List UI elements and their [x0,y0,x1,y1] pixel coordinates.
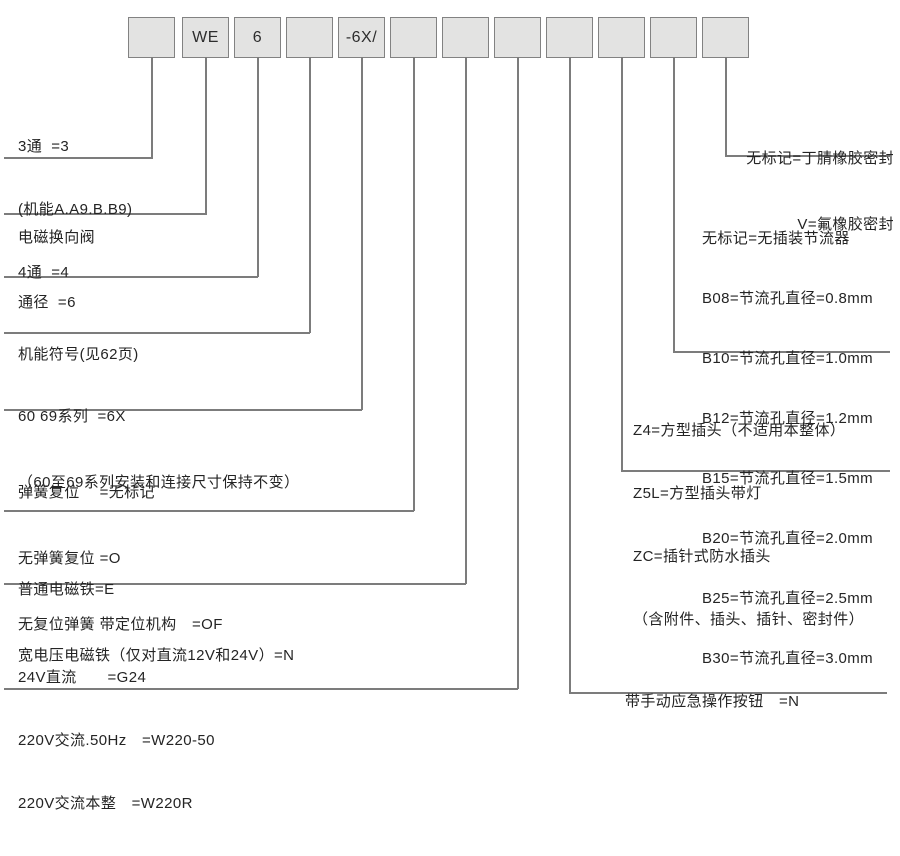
label-line: 无标记=丁腈橡胶密封 [746,150,894,167]
connector-vline-11 [673,57,675,352]
label-line: 普通电磁铁=E [18,581,115,598]
code-box-12 [702,17,749,58]
label-line: 无标记=无插装节流器 [702,230,850,247]
connector-vline-2 [205,57,207,214]
connector-hline-9 [569,692,887,694]
label-line: B12=节流孔直径=1.2mm [702,410,874,427]
label-line: 220V交流本整 =W220R [18,795,193,812]
label-block-plug-type: Z4=方型插头（不适用本整体） Z5L=方型插头带灯 ZC=插针式防水插头 （含… [633,378,864,672]
connector-hline-7 [4,583,466,585]
code-box-2: WE [182,17,229,58]
label-line: B15=节流孔直径=1.5mm [702,470,874,487]
connector-vline-5 [361,57,363,410]
label-line: 60 69系列 =6X [18,408,126,425]
label-line: 电磁换向阀 [18,229,96,246]
connector-hline-11 [673,351,890,353]
label-block-ways: 3通 =3 (机能A.A9.B.B9) 4通 =4 [18,94,132,325]
label-line: 通径 =6 [18,294,76,311]
label-block-series: 60 69系列 =6X （60至69系列安装和连接尺寸保持不变） [18,362,299,538]
label-block-throttle-insert: 无标记=无插装节流器 B08=节流孔直径=0.8mm B10=节流孔直径=1.0… [702,189,873,709]
connector-vline-4 [309,57,311,333]
code-box-11 [650,17,697,58]
code-box-10 [598,17,645,58]
connector-vline-3 [257,57,259,277]
code-box-9 [546,17,593,58]
label-line: 4通 =4 [18,264,70,281]
label-line: B25=节流孔直径=2.5mm [702,590,874,607]
connector-hline-4 [4,332,310,334]
label-block-solenoid-type: 普通电磁铁=E 宽电压电磁铁（仅对直流12V和24V）=N [18,535,294,711]
label-line: 机能符号(见62页) [18,346,139,363]
code-box-3: 6 [234,17,281,58]
label-line: Z4=方型插头（不适用本整体） [633,422,846,439]
label-line: 带手动应急操作按钮 =N [625,693,800,710]
label-line: V=氟橡胶密封 [797,216,894,233]
ordering-code-diagram: WE 6 -6X/ 3通 =3 (机能A.A9.B.B9) 4通 =4 电磁换向… [4,17,894,812]
label-block-seal-material: 无标记=丁腈橡胶密封 V=氟橡胶密封 [746,104,894,280]
connector-hline-3 [4,276,258,278]
code-box-4 [286,17,333,58]
connector-vline-10 [621,57,623,471]
label-line: (机能A.A9.B.B9) [18,201,133,218]
connector-vline-7 [465,57,467,584]
connector-hline-10 [621,470,890,472]
connector-hline-5 [4,409,362,411]
code-box-8 [494,17,541,58]
label-block-nominal-size: 通径 =6 [18,250,76,355]
label-line: 3通 =3 [18,138,70,155]
connector-vline-12 [725,57,727,156]
label-line: 220V交流.50Hz =W220-50 [18,732,215,749]
label-block-voltage: 24V直流 =G24 220V交流.50Hz =W220-50 220V交流本整… [18,625,215,856]
label-block-valve-type: 电磁换向阀 [18,185,95,290]
connector-hline-2 [4,213,207,215]
connector-vline-1 [151,57,153,158]
label-line: B20=节流孔直径=2.0mm [702,530,874,547]
connector-hline-1 [4,157,153,159]
code-box-5: -6X/ [338,17,385,58]
connector-vline-9 [569,57,571,693]
label-line: 宽电压电磁铁（仅对直流12V和24V）=N [18,647,295,664]
label-line: （含附件、插头、插针、密封件） [633,611,865,628]
label-line: B10=节流孔直径=1.0mm [702,350,874,367]
code-box-6 [390,17,437,58]
connector-vline-6 [413,57,415,511]
code-box-7 [442,17,489,58]
label-line: 无复位弹簧 带定位机构 =OF [18,616,223,633]
label-block-spool-symbol: 机能符号(见62页) [18,302,139,407]
label-line: Z5L=方型插头带灯 [633,485,762,502]
label-line: （60至69系列安装和连接尺寸保持不变） [18,474,300,491]
label-block-manual-override: 带手动应急操作按钮 =N [625,649,799,754]
connector-hline-12 [725,155,890,157]
label-line: 无弹簧复位 =O [18,550,121,567]
code-box-1 [128,17,175,58]
label-line: 24V直流 =G24 [18,669,147,686]
label-line: B30=节流孔直径=3.0mm [702,650,874,667]
label-block-spring-return: 弹簧复位 =无标记 无弹簧复位 =O 无复位弹簧 带定位机构 =OF [18,438,223,680]
label-line: ZC=插针式防水插头 [633,548,771,565]
label-line: 弹簧复位 =无标记 [18,484,155,501]
label-line: B08=节流孔直径=0.8mm [702,290,874,307]
connector-vline-8 [517,57,519,689]
connector-hline-8 [4,688,518,690]
connector-hline-6 [4,510,414,512]
